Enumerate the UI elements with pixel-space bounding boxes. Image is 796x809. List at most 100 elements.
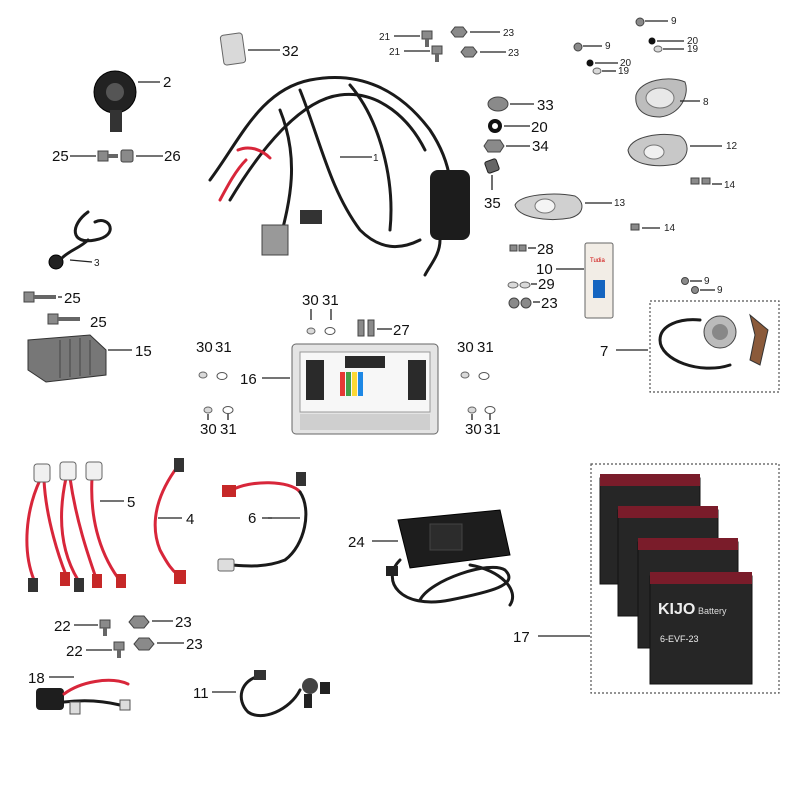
part-25-bolt-b xyxy=(47,313,80,325)
part-34-nut xyxy=(483,139,505,153)
part-12-light xyxy=(627,134,688,167)
part-1-wiring-harness xyxy=(208,75,470,277)
part-23-nut-e xyxy=(133,637,155,651)
part-30-31-washers-b xyxy=(198,371,228,380)
breaker-brand: Tudia xyxy=(590,258,605,264)
label-29: 29 xyxy=(538,276,555,293)
part-6-cable xyxy=(217,472,308,572)
part-14-screw-b xyxy=(630,223,640,231)
label-2: 2 xyxy=(163,74,171,91)
label-14b: 14 xyxy=(664,223,676,234)
part-15-regulator xyxy=(27,334,107,383)
part-3-ignition-switch xyxy=(48,210,112,270)
part-14-screws-a xyxy=(690,177,711,185)
battery-subbrand: Battery xyxy=(698,606,727,616)
label-30c: 30 xyxy=(457,339,474,356)
part-9-bolt-a xyxy=(635,17,645,27)
label-7: 7 xyxy=(600,343,608,360)
label-15: 15 xyxy=(135,343,152,360)
part-21-screw-b xyxy=(431,45,443,62)
part-30-31-washers-c xyxy=(460,371,490,380)
part-25-screw-top xyxy=(97,150,118,162)
label-25-top: 25 xyxy=(52,148,69,165)
label-25b: 25 xyxy=(90,314,107,331)
part-28-screws xyxy=(509,244,527,252)
label-9c: 9 xyxy=(704,276,710,287)
part-18-buzzer-harness xyxy=(36,678,131,715)
label-23e: 23 xyxy=(186,636,203,653)
leader-3 xyxy=(69,259,93,263)
label-9d: 9 xyxy=(717,285,723,296)
label-30e: 30 xyxy=(465,421,482,438)
part-8-headlight xyxy=(635,78,687,118)
part-22-screw-a xyxy=(99,619,111,636)
part-20-washer-c xyxy=(586,59,594,67)
label-19a: 19 xyxy=(687,44,699,55)
label-14a: 14 xyxy=(724,180,736,191)
label-35: 35 xyxy=(484,195,501,212)
label-31a: 31 xyxy=(322,292,339,309)
part-9-bolt-b xyxy=(573,42,583,52)
part-27-bolts xyxy=(357,319,375,337)
label-8: 8 xyxy=(703,97,709,108)
label-3: 3 xyxy=(94,258,100,269)
label-23b: 23 xyxy=(508,48,520,59)
part-26-nut xyxy=(120,149,134,163)
part-13-light xyxy=(514,193,583,220)
part-23-nut-a xyxy=(450,26,468,38)
label-9a: 9 xyxy=(671,16,677,27)
part-30-31-washers-d xyxy=(203,406,234,414)
label-10: 10 xyxy=(536,261,553,278)
label-23d: 23 xyxy=(175,614,192,631)
label-27: 27 xyxy=(393,322,410,339)
part-9-bolt-d xyxy=(691,286,699,294)
label-23a: 23 xyxy=(503,28,515,39)
label-33: 33 xyxy=(537,97,554,114)
label-21a: 21 xyxy=(379,32,391,43)
label-1: 1 xyxy=(373,153,379,164)
part-24-charger xyxy=(386,509,514,607)
battery-unit-4: KIJO Battery 6-EVF-23 xyxy=(649,572,753,685)
part-23-nut-d xyxy=(128,615,150,629)
part-5-battery-cables xyxy=(25,461,126,592)
battery-model: 6-EVF-23 xyxy=(660,634,699,644)
part-7-throttle xyxy=(658,313,769,370)
part-17-battery-stack: KIJO Battery 6-EVF-23 xyxy=(599,474,753,685)
part-22-screw-b xyxy=(113,641,125,658)
part-30-31-washers-a xyxy=(306,327,336,335)
part-7-box xyxy=(649,300,780,393)
label-32: 32 xyxy=(282,43,299,60)
label-31b: 31 xyxy=(215,339,232,356)
part-25-bolt-a xyxy=(23,291,56,303)
label-20b: 20 xyxy=(687,36,699,47)
label-31d: 31 xyxy=(220,421,237,438)
label-31c: 31 xyxy=(477,339,494,356)
label-16: 16 xyxy=(240,371,257,388)
part-33-switch xyxy=(487,96,509,112)
part-23-nuts-c xyxy=(508,297,532,309)
part-20-washer xyxy=(488,119,502,133)
label-17: 17 xyxy=(513,629,530,646)
label-31e: 31 xyxy=(484,421,501,438)
label-4: 4 xyxy=(186,511,194,528)
label-28: 28 xyxy=(537,241,554,258)
label-20: 20 xyxy=(531,119,548,136)
label-23c: 23 xyxy=(541,295,558,312)
part-9-bolt-c xyxy=(681,277,689,285)
part-19-washer-a xyxy=(653,45,663,53)
label-26: 26 xyxy=(164,148,181,165)
part-2-horn xyxy=(93,70,137,132)
label-30a: 30 xyxy=(302,292,319,309)
label-22b: 22 xyxy=(66,643,83,660)
label-30b: 30 xyxy=(196,339,213,356)
battery-brand: KIJO xyxy=(658,601,695,618)
part-23-nut-b xyxy=(460,46,478,58)
label-9b: 9 xyxy=(605,41,611,52)
label-13: 13 xyxy=(614,198,626,209)
part-19-washer-b xyxy=(592,67,602,75)
part-17-box xyxy=(590,463,780,694)
label-25a: 25 xyxy=(64,290,81,307)
part-29-washers xyxy=(507,281,531,289)
label-6: 6 xyxy=(248,510,256,527)
label-18: 18 xyxy=(28,670,45,687)
